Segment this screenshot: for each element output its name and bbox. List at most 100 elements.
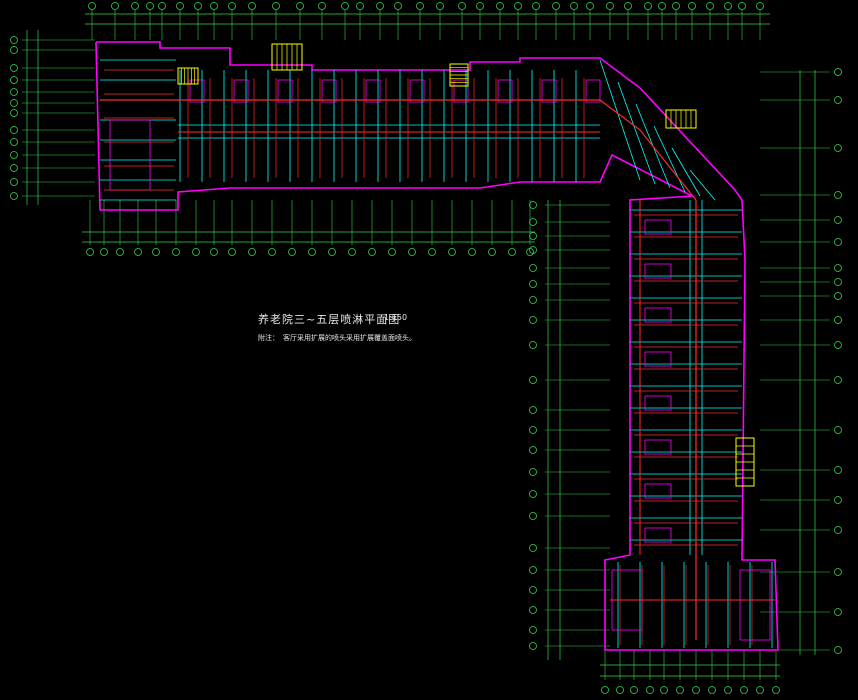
axis-bubble	[368, 248, 376, 256]
axis-bubble	[708, 686, 716, 694]
axis-bubble	[514, 2, 522, 10]
axis-bubble	[10, 109, 18, 117]
axis-bubble	[529, 406, 537, 414]
axis-bubble	[834, 216, 842, 224]
axis-bubble	[630, 686, 638, 694]
axis-bubble	[458, 2, 466, 10]
axis-bubble	[152, 248, 160, 256]
axis-bubble	[10, 151, 18, 159]
axis-bubble	[348, 248, 356, 256]
room-partition	[671, 147, 701, 197]
axis-bubble	[328, 248, 336, 256]
room-partition	[617, 81, 656, 185]
axis-bubble	[834, 568, 842, 576]
axis-bubble	[529, 218, 537, 226]
drawing-note: 附注：客厅采用扩展的喷头采用扩展覆盖面喷头。	[258, 333, 420, 343]
axis-bubble	[529, 512, 537, 520]
axis-bubble	[308, 248, 316, 256]
axis-bubble	[228, 2, 236, 10]
axis-bubble	[646, 686, 654, 694]
bathroom-block	[365, 79, 381, 103]
axis-bubble	[529, 490, 537, 498]
axis-bubble	[529, 316, 537, 324]
axis-bubble	[834, 292, 842, 300]
dimension-lines	[22, 10, 830, 680]
building-walls	[95, 41, 779, 651]
axis-bubble	[10, 88, 18, 96]
axis-bubble	[529, 468, 537, 476]
axis-bubble	[272, 2, 280, 10]
axis-bubble	[834, 341, 842, 349]
bathroom-block	[453, 79, 469, 103]
axis-bubble	[834, 264, 842, 272]
axis-bubble	[706, 2, 714, 10]
axis-bubble	[529, 201, 537, 209]
axis-bubble	[376, 2, 384, 10]
axis-bubble	[529, 544, 537, 552]
axis-bubble	[756, 686, 764, 694]
axis-bubble	[194, 2, 202, 10]
axis-bubble	[616, 686, 624, 694]
axis-bubble	[660, 686, 668, 694]
axis-bubble	[834, 646, 842, 654]
room-partitions	[100, 59, 773, 648]
axis-bubble	[529, 341, 537, 349]
axis-bubble	[88, 2, 96, 10]
grid-axis-bubbles	[10, 2, 842, 694]
axis-bubble	[176, 2, 184, 10]
axis-bubble	[116, 248, 124, 256]
axis-bubble	[210, 248, 218, 256]
axis-bubble	[496, 2, 504, 10]
axis-bubble	[111, 2, 119, 10]
axis-bubble	[436, 2, 444, 10]
bathroom-block	[321, 79, 337, 103]
axis-bubble	[834, 96, 842, 104]
axis-bubble	[724, 686, 732, 694]
axis-bubble	[428, 248, 436, 256]
axis-bubble	[756, 2, 764, 10]
axis-bubble	[468, 248, 476, 256]
axis-bubble	[532, 2, 540, 10]
axis-bubble	[529, 296, 537, 304]
axis-bubble	[268, 248, 276, 256]
bathroom-block	[644, 307, 672, 323]
bathroom-block	[644, 219, 672, 235]
bathroom-block	[644, 483, 672, 499]
axis-bubble	[529, 246, 537, 254]
axis-bubble	[172, 248, 180, 256]
axis-bubble	[529, 376, 537, 384]
axis-bubble	[529, 426, 537, 434]
axis-bubble	[529, 264, 537, 272]
axis-bubble	[10, 64, 18, 72]
axis-bubble	[146, 2, 154, 10]
axis-bubble	[658, 2, 666, 10]
axis-bubble	[672, 2, 680, 10]
bathroom-block	[644, 527, 672, 543]
axis-bubble	[570, 2, 578, 10]
bathroom-block	[497, 79, 513, 103]
bathroom-block	[644, 439, 672, 455]
axis-bubble	[10, 178, 18, 186]
axis-bubble	[724, 2, 732, 10]
axis-bubble	[341, 2, 349, 10]
axis-bubble	[834, 496, 842, 504]
axis-bubble	[834, 278, 842, 286]
axis-bubble	[644, 2, 652, 10]
drawing-title: 养老院三~五层喷淋平面图	[258, 313, 401, 326]
axis-bubble	[10, 99, 18, 107]
axis-bubble	[529, 280, 537, 288]
note-label: 附注：	[258, 334, 279, 342]
axis-bubble	[772, 686, 780, 694]
axis-bubble	[158, 2, 166, 10]
axis-bubble	[248, 248, 256, 256]
axis-bubble	[688, 2, 696, 10]
axis-bubble	[318, 2, 326, 10]
axis-bubble	[10, 138, 18, 146]
axis-bubble	[248, 2, 256, 10]
axis-bubble	[586, 2, 594, 10]
room-partition	[689, 169, 716, 201]
axis-bubble	[388, 248, 396, 256]
bathroom-block	[644, 351, 672, 367]
axis-bubble	[740, 686, 748, 694]
